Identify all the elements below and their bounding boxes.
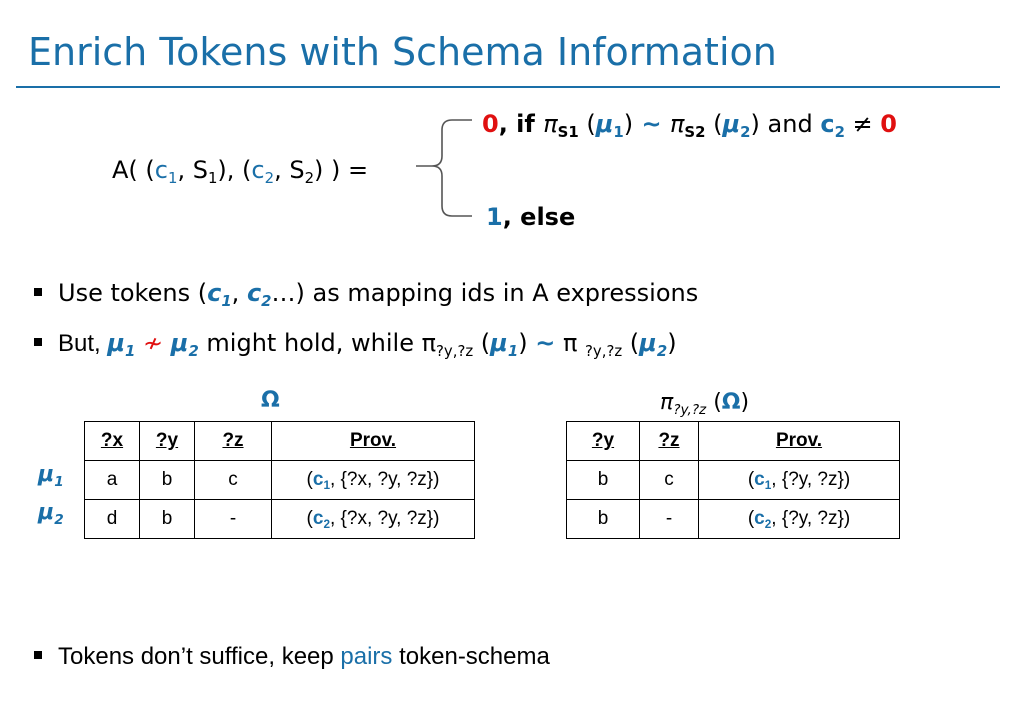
table-header-row: ?y ?z Prov. xyxy=(566,421,900,461)
table-row: a b c (c1, {?x, ?y, ?z}) xyxy=(84,460,475,500)
bullet-square-icon xyxy=(34,338,42,346)
token-c2: c2 xyxy=(251,156,275,188)
row-label-mu1: μ1 xyxy=(38,462,64,490)
table-cell-prov: (c1, {?y, ?z}) xyxy=(698,460,900,500)
table-cell: - xyxy=(194,499,272,539)
title-underline xyxy=(16,86,1000,88)
schema-s1-sub: 1 xyxy=(207,169,218,188)
table-cell: a xyxy=(84,460,140,500)
bullet-square-icon xyxy=(34,651,42,659)
formula-case-one: 1, else xyxy=(486,203,576,231)
table-cell: c xyxy=(639,460,699,500)
formula-text: , S xyxy=(177,156,208,184)
omega-table: ?x ?y ?z Prov. a b c (c1, {?x, ?y, ?z}) … xyxy=(84,421,475,539)
row-label-mu2: μ2 xyxy=(38,500,64,528)
table-cell: d xyxy=(84,499,140,539)
column-header: Prov. xyxy=(698,421,900,461)
table-cell-prov: (c2, {?x, ?y, ?z}) xyxy=(271,499,475,539)
token-c1: c1 xyxy=(154,156,178,188)
formula-text: , S xyxy=(274,156,305,184)
table-cell: b xyxy=(566,499,640,539)
table-cell: b xyxy=(139,460,195,500)
bullet-square-icon xyxy=(34,288,42,296)
table-row: b c (c1, {?y, ?z}) xyxy=(566,460,900,500)
formula-text: ), ( xyxy=(217,156,252,184)
column-header: Prov. xyxy=(271,421,475,461)
curly-brace-icon xyxy=(416,119,472,217)
column-header: ?y xyxy=(139,421,195,461)
formula-case-zero: 0, if πS1 (μ1) ~ πS2 (μ2) and c2 ≠ 0 xyxy=(482,110,897,142)
formula-text: ) ) = xyxy=(314,156,369,184)
bullet-keep-pairs: Tokens don’t suffice, keep pairs token-s… xyxy=(34,643,550,671)
schema-s2-sub: 2 xyxy=(304,169,315,188)
formula-lhs: A( (c1, S1), (c2, S2) ) = xyxy=(112,156,369,188)
table-cell: c xyxy=(194,460,272,500)
omega-label: Ω xyxy=(261,388,280,413)
column-header: ?z xyxy=(639,421,699,461)
bullet-but-might-hold: But, μ1 ≁ μ2 might hold, while π?y,?z (μ… xyxy=(34,329,677,359)
column-header: ?x xyxy=(84,421,140,461)
projection-label: π?y,?z (Ω) xyxy=(660,390,750,418)
table-cell-prov: (c1, {?x, ?y, ?z}) xyxy=(271,460,475,500)
table-cell-prov: (c2, {?y, ?z}) xyxy=(698,499,900,539)
table-cell: - xyxy=(639,499,699,539)
slide-title: Enrich Tokens with Schema Information xyxy=(28,30,777,74)
table-cell: b xyxy=(139,499,195,539)
table-cell: b xyxy=(566,460,640,500)
table-row: d b - (c2, {?x, ?y, ?z}) xyxy=(84,499,475,539)
bullet-tokens-as-ids: Use tokens (c1, c2…) as mapping ids in A… xyxy=(34,279,698,309)
projection-table: ?y ?z Prov. b c (c1, {?y, ?z}) b - (c2, … xyxy=(566,421,900,539)
table-row: b - (c2, {?y, ?z}) xyxy=(566,499,900,539)
column-header: ?y xyxy=(566,421,640,461)
column-header: ?z xyxy=(194,421,272,461)
table-header-row: ?x ?y ?z Prov. xyxy=(84,421,475,461)
formula-text: A( ( xyxy=(112,156,155,184)
